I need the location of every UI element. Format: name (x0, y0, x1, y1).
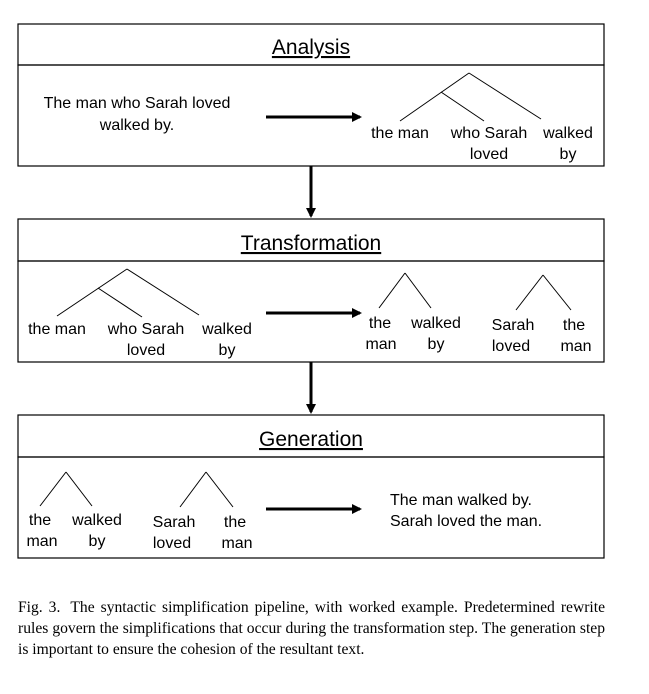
tree-branch (468, 72, 542, 120)
tree-leaf: who Sarah (107, 321, 185, 338)
tree-leaf: the man (28, 321, 86, 338)
tree-leaf: the (563, 317, 585, 334)
tree-leaf: man (365, 336, 396, 353)
tree-branch (97, 287, 143, 318)
transformation-title: Transformation (241, 232, 381, 255)
tree-branch (515, 274, 544, 311)
tree-leaf: walked (201, 321, 252, 338)
tree-leaf: by (560, 146, 577, 163)
tree-leaf: loved (153, 535, 191, 552)
tree-branch (399, 72, 470, 122)
tree-leaf: loved (470, 146, 508, 163)
tree-leaf: Sarah (153, 514, 196, 531)
pipeline-diagram: Analysis The man who Sarah loved walked … (17, 23, 605, 559)
tree-branch (404, 272, 432, 309)
transformation-input-tree: the man who Sarah loved walked by (28, 268, 252, 359)
tree-branch (56, 268, 128, 317)
tree-leaf: the (224, 514, 246, 531)
tree-branch (126, 268, 200, 316)
tree-branch (39, 471, 67, 507)
tree-leaf: by (428, 336, 445, 353)
generation-output-line2: Sarah loved the man. (390, 513, 542, 530)
generation-tree-1: the man walked by (26, 471, 122, 550)
transformation-output-tree-2: Sarah loved the man (492, 274, 592, 355)
tree-leaf: man (221, 535, 252, 552)
tree-leaf: Sarah (492, 317, 535, 334)
analysis-input-line1: The man who Sarah loved (44, 95, 231, 112)
transformation-stage: Transformation the man who Sarah loved w… (17, 218, 605, 363)
tree-leaf: the man (371, 125, 429, 142)
tree-leaf: by (89, 533, 106, 550)
tree-leaf: by (219, 342, 236, 359)
caption-label: Fig. 3. (18, 599, 61, 616)
tree-branch (65, 471, 93, 507)
analysis-input-line2: walked by. (99, 117, 174, 134)
tree-branch (378, 272, 406, 309)
tree-branch (440, 91, 485, 122)
transformation-output-tree-1: the man walked by (365, 272, 461, 353)
tree-leaf: loved (492, 338, 530, 355)
tree-leaf: who Sarah (450, 125, 528, 142)
tree-leaf: man (560, 338, 591, 355)
generation-stage: Generation the man walked by Sarah loved… (17, 414, 605, 559)
generation-content-box (17, 456, 605, 559)
tree-leaf: walked (542, 125, 593, 142)
analysis-parse-tree: the man who Sarah loved walked by (371, 72, 593, 163)
tree-leaf: the (29, 512, 51, 529)
tree-leaf: the (369, 315, 391, 332)
generation-output-line1: The man walked by. (390, 492, 532, 509)
figure-caption: Fig. 3.The syntactic simplification pipe… (18, 597, 605, 660)
tree-leaf: man (26, 533, 57, 550)
tree-leaf: loved (127, 342, 165, 359)
tree-branch (205, 471, 234, 508)
generation-title: Generation (259, 428, 363, 451)
analysis-title: Analysis (272, 36, 350, 59)
tree-leaf: walked (410, 315, 461, 332)
caption-text: The syntactic simplification pipeline, w… (18, 599, 605, 658)
tree-branch (179, 471, 207, 508)
analysis-stage: Analysis The man who Sarah loved walked … (17, 23, 605, 167)
tree-branch (542, 274, 572, 311)
tree-leaf: walked (71, 512, 122, 529)
generation-tree-2: Sarah loved the man (153, 471, 253, 552)
